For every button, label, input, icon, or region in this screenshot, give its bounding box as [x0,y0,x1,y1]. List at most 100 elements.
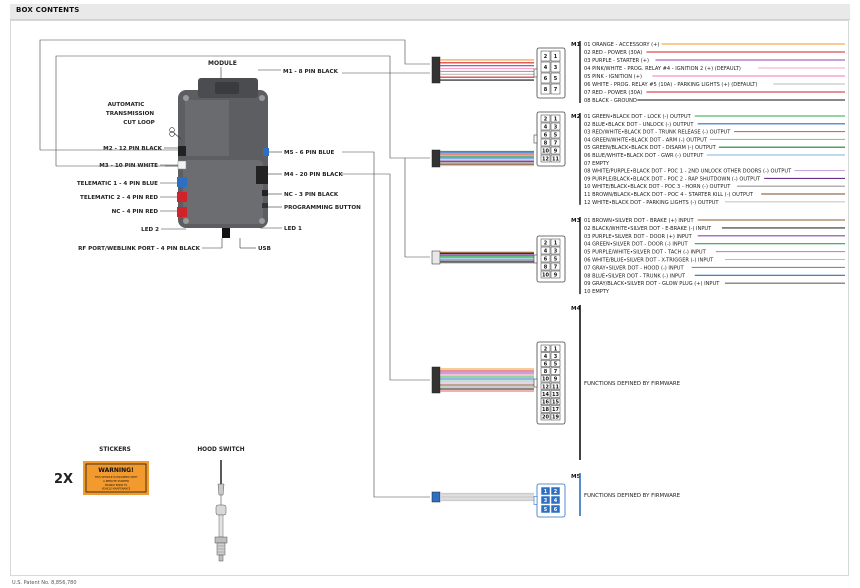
sticker-warning-text: WARNING! [98,467,134,474]
m1-wire-label: 05 PINK - IGNITION (+) [584,74,642,80]
sticker-line-4: VEHICLE MAINTENANCE [102,488,131,491]
m2-pin-number: 8 [544,141,548,147]
m3-wire-label: 04 GREEN•SILVER DOT - DOOR (-) INPUT [584,242,688,248]
m4-plug [431,366,441,394]
m4-pin-cell [550,352,561,360]
m5-plug [431,491,441,503]
stickers-title: STICKERS [99,447,131,453]
m3-pin-number: 7 [554,265,558,271]
m3-wire-label: 09 GRAY/BLACK•SILVER DOT - GLOW PLUG (+)… [584,281,720,287]
m3-wire-label: 08 BLUE•SILVER DOT - TRUNK (-) INPUT [584,273,686,279]
m4-pin-number: 19 [552,415,559,421]
m2-pin-cell [540,122,551,131]
m4-port [256,166,268,184]
m5-pin-number: 1 [544,489,548,495]
telematic1-label: TELEMATIC 1 - 4 PIN BLUE [77,181,158,187]
auto-trans-label-2: TRANSMISSION [106,111,154,117]
m2-wire-label: 07 EMPTY [584,161,610,167]
sticker-line-1: THIS VEHICLE IS EQUIPPED WITH [95,475,138,479]
m2-pin-number: 4 [544,125,548,131]
m4-pin-cell [540,397,551,406]
m4-pin-number: 12 [542,384,549,390]
m2-pin-number: 10 [542,149,549,155]
m1-pin-number: 7 [554,87,558,93]
m2-pin-number: 9 [554,149,558,155]
m4-pin-number: 9 [554,377,558,383]
prog-label: PROGRAMMING BUTTON [284,205,361,211]
module-title: MODULE [208,60,237,67]
m5-pin-cell [550,486,561,496]
m4-pin-cell [550,344,561,352]
m2-wire-label: 06 BLUE/WHITE•BLACK DOT - GWR (-) OUTPUT [584,153,704,159]
m4-pin-cell [550,359,561,368]
m5-pin-number: 5 [544,507,548,513]
m2-pin-cell [550,122,561,131]
telematic1-port [177,177,187,187]
m5-port [263,148,269,156]
m3-pin-cell [550,238,561,247]
m3-wire-label: 02 BLACK/WHITE•SILVER DOT - E-BRAKE (-) … [584,226,712,232]
m2-pin-number: 2 [544,117,548,123]
module: MODULE [169,60,269,238]
m5-tag: M5 [571,474,581,480]
m5-pin-cell [540,504,551,514]
nc3-port [262,190,268,196]
m4-pin-number: 15 [552,400,559,406]
m2-pin-number: 7 [554,141,558,147]
led1-label: LED 1 [284,226,302,232]
m5-firmware-note: FUNCTIONS DEFINED BY FIRMWARE [584,493,681,499]
m2-pin-cell [550,146,561,155]
m5-pin-cell [540,495,551,505]
m1-pin-number: 2 [544,54,548,60]
m3-pin-cell [550,270,561,279]
m4-pin-number: 11 [552,384,559,390]
m3-pin-cell [550,262,561,271]
m3-plug [431,250,441,265]
m2-pin-cell [540,146,551,155]
m4-pin-number: 14 [542,392,549,398]
diagram-frame [10,20,849,576]
m4-pin-number: 20 [542,415,549,421]
m3-pin-cell [540,270,551,279]
m2-pin-cell [540,114,551,123]
section-header: BOX CONTENTS [10,4,850,20]
m2-wire-label: 02 BLUE•BLACK DOT - UNLOCK (-) OUTPUT [584,122,694,128]
m4-tag: M4 [571,306,581,312]
m4-pin-number: 18 [542,407,549,413]
m1-wire-label: 08 BLACK - GROUND [584,98,637,104]
m1-pin-number: 5 [554,76,558,82]
m4-pin-number: 4 [544,354,548,360]
m4-pin-cell [550,405,561,413]
m4-pin-cell [550,413,561,421]
section-title: BOX CONTENTS [16,6,80,14]
m4-pin-number: 3 [554,354,558,360]
warning-sticker [83,461,149,495]
telematic2-port [177,192,187,202]
footer-patent: U.S. Patent No. 8,856,780 [12,580,77,586]
m3-pin-cell [540,246,551,255]
m3-wire-label: 06 WHITE/BLUE•SILVER DOT - X-TRIGGER (-)… [584,258,714,264]
m3-wire-label: 07 GRAY•SILVER DOT - HOOD (-) INPUT [584,265,685,271]
m1-wire-label: 07 RED - POWER (30A) [584,90,642,96]
stickers-multiplier: 2X [54,472,73,487]
m1-pin-cell [550,72,561,84]
m1-wire-label: 02 RED - POWER (30A) [584,50,642,56]
routing-lines [39,39,430,498]
m2-pin-number: 12 [542,157,549,163]
m1-pin-cell [540,50,551,62]
m4-firmware-note: FUNCTIONS DEFINED BY FIRMWARE [584,381,681,387]
m3-wire-label: 03 PURPLE•SILVER DOT - DOOR (+) INPUT [584,234,693,240]
m3-pin-cell [540,254,551,263]
m2-label: M2 - 12 PIN BLACK [103,146,162,152]
m2-plug [431,149,441,168]
m4-pin-number: 17 [552,407,559,413]
m5-label: M5 - 6 PIN BLUE [284,150,334,156]
m1-pin-number: 8 [544,87,548,93]
m2-wire-label: 09 PURPLE/BLACK•BLACK DOT - POC 2 - RAP … [584,176,761,182]
m4-pin-cell [550,390,561,398]
m5-pin-number: 2 [554,489,558,495]
